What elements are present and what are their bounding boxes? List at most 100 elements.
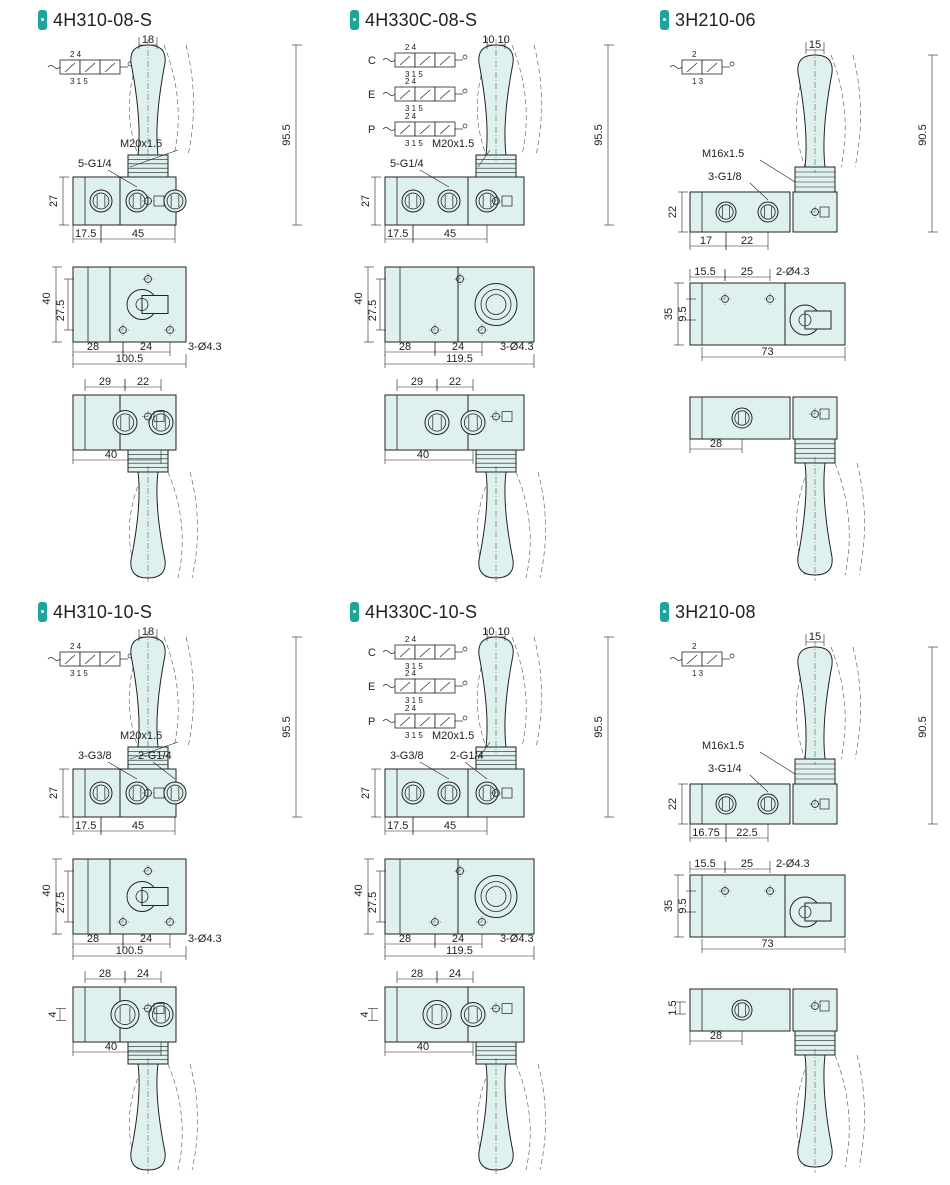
dim-port-offset: 17: [700, 235, 712, 247]
label-port-thread-2: 2-G1/4: [450, 750, 484, 762]
label-mount-holes: 3-Ø4.3: [188, 341, 222, 353]
dim-overall-length: 100.5: [116, 945, 144, 957]
dim-bottom-length: 40: [417, 449, 429, 461]
port-numbers-top: 2 4: [405, 43, 417, 52]
dim-hole-pitch: 24: [452, 933, 464, 945]
port-numbers-top: 2: [692, 50, 697, 59]
label-port-thread: 3-G3/8: [390, 750, 424, 762]
label-mount-holes: 3-Ø4.3: [188, 933, 222, 945]
dim-bottom-pitch: 24: [449, 968, 461, 980]
port-numbers-bottom: 3 1 5: [405, 70, 423, 79]
handle-neck: [475, 154, 517, 178]
lever-handle-down: [477, 1058, 546, 1176]
dim-overall-height: 90.5: [917, 124, 929, 145]
dim-bottom-offset: 28: [411, 968, 423, 980]
label-mount-holes: 3-Ø4.3: [500, 341, 534, 353]
lever-handle-down: [796, 1049, 865, 1173]
port-numbers-bottom: 3 1 5: [70, 77, 88, 86]
dim-body-height: 27: [48, 787, 60, 799]
dim-hole-offset: 28: [399, 341, 411, 353]
bottom-screw-hole: [142, 1002, 154, 1015]
model-tag-icon: [660, 10, 669, 30]
port-numbers-top: 2: [692, 642, 697, 651]
technical-drawing: C2 43 1 5E2 43 1 5P2 43 1 510 1095.5M20x…: [353, 34, 614, 584]
mount-hole-1: [719, 293, 731, 305]
dim-bottom-pitch: 22: [137, 376, 149, 388]
handle-neck: [127, 154, 169, 178]
dim-overall-length: 119.5: [446, 353, 473, 365]
dim-body-height: 27: [48, 195, 60, 207]
label-thread: M20x1.5: [120, 138, 162, 150]
screw-hole: [809, 206, 821, 218]
dim-overall-length: 119.5: [446, 945, 473, 957]
valve-symbol-p: 2 43 1 5: [382, 704, 468, 740]
dim-overall-height: 95.5: [593, 124, 605, 145]
lever-handle-down: [796, 457, 865, 581]
dim-bottom-offset: 28: [99, 968, 111, 980]
dim-port-offset: 17.5: [387, 228, 408, 240]
bottom-port-2: [148, 410, 174, 435]
dim-overall-length: 100.5: [116, 353, 144, 365]
knob-top-view: [789, 304, 832, 336]
model-title: 3H210-08: [675, 601, 756, 622]
valve-body-top: [689, 282, 791, 346]
mount-hole-2: [117, 324, 129, 336]
dim-bottom-offset-4: 4: [359, 1011, 371, 1017]
mount-hole-3: [164, 324, 176, 336]
label-port-thread: 3-G1/8: [708, 171, 742, 183]
label-mount-holes: 3-Ø4.3: [500, 933, 534, 945]
bottom-port-2: [148, 1002, 174, 1027]
dim-hole-offset: 28: [87, 341, 99, 353]
label-mount-holes: 2-Ø4.3: [776, 858, 810, 870]
dim-bottom-length: 28: [710, 1030, 722, 1042]
label-port-thread-2: 2-G1/4: [138, 750, 172, 762]
dim-hole-pitch: 25: [741, 266, 753, 278]
lever-handle-up: [477, 39, 542, 161]
screw-hole: [142, 195, 154, 207]
model-title: 4H330C-10-S: [365, 601, 478, 622]
label-thread: M20x1.5: [432, 138, 474, 150]
mount-hole-2: [764, 885, 776, 897]
panel-header: 4H330C-08-S: [350, 5, 477, 35]
dim-handle-width: 10 10: [482, 34, 510, 46]
bottom-port-1: [110, 1000, 140, 1029]
screw-hole: [809, 798, 821, 810]
dim-overall-height: 95.5: [281, 716, 293, 737]
model-tag-icon: [350, 602, 359, 622]
dim-bottom-offset-4: 4: [47, 1011, 59, 1017]
dim-bottom-offset-15: 1.5: [667, 1000, 679, 1015]
handle-neck-bottom: [127, 449, 169, 473]
technical-drawing: C2 43 1 5E2 43 1 5P2 43 1 510 1095.5M20x…: [353, 626, 614, 1176]
mount-hole-1: [454, 865, 466, 877]
valve-head-bottom: [792, 988, 838, 1032]
handle-neck: [127, 746, 169, 770]
valve-body-top: [689, 874, 791, 938]
label-port-thread: 3-G3/8: [78, 750, 112, 762]
dim-hole-offset: 28: [87, 933, 99, 945]
symbol-p-label: P: [368, 716, 375, 728]
bottom-port-1: [112, 410, 138, 435]
knob-top-view: [789, 896, 832, 928]
port-2: [437, 189, 461, 213]
dim-port-pitch: 45: [444, 228, 456, 240]
dim-bottom-offset: 29: [411, 376, 423, 388]
mount-hole-2: [764, 293, 776, 305]
lever-handle-up: [477, 631, 542, 753]
label-mount-holes: 2-Ø4.3: [776, 266, 810, 278]
dim-hole-spacing: 27.5: [367, 300, 379, 321]
knob-top-view: [474, 283, 518, 326]
dim-overall-height: 90.5: [917, 716, 929, 737]
dim-bottom-offset: 29: [99, 376, 111, 388]
dim-bottom-length: 40: [105, 449, 117, 461]
port-numbers-top: 2 4: [405, 669, 417, 678]
dim-overall-height: 95.5: [593, 716, 605, 737]
valve-symbol-c: 2 43 1 5: [382, 635, 468, 671]
port-3: [163, 781, 187, 805]
label-thread: M20x1.5: [120, 730, 162, 742]
port-numbers-top: 2 4: [405, 635, 417, 644]
dim-body-height: 27: [360, 787, 372, 799]
